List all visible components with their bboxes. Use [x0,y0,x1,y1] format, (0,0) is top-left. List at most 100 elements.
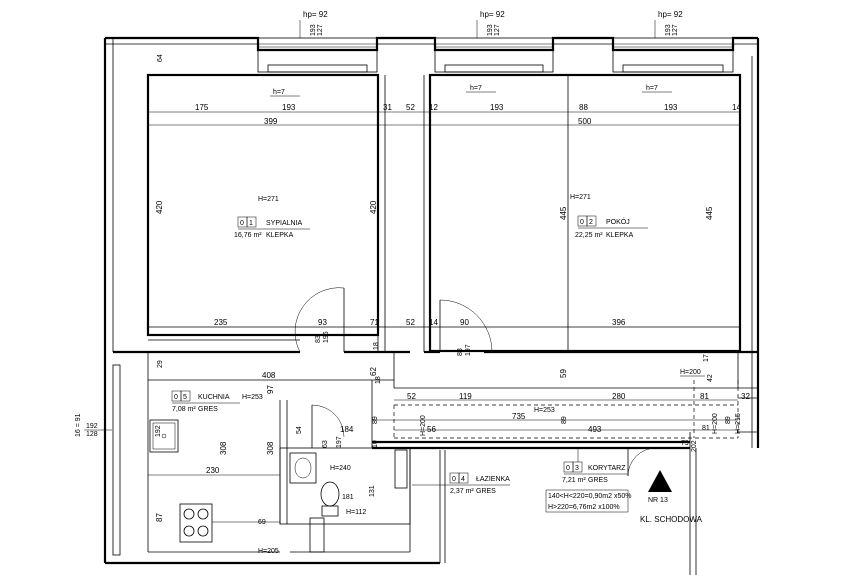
svg-text:32: 32 [741,392,750,401]
window-labels: hp= 92 hp= 92 hp= 92 193 127 193 127 193… [157,10,683,97]
svg-text:SYPIALNIA: SYPIALNIA [266,220,303,227]
window-2-hp: hp= 92 [480,10,505,19]
window-1 [257,37,378,73]
door-sypialnia [294,287,345,353]
svg-text:18: 18 [373,342,380,350]
kitchen-dimensions: 192 230 308 308 87 69 181 131 128 192 16… [75,413,376,526]
svg-text:2: 2 [589,219,593,226]
svg-text:184: 184 [340,425,354,434]
bathroom-door [311,404,345,448]
kitchen-sink [149,419,179,453]
svg-text:4: 4 [461,476,465,483]
middle-wall [113,326,758,354]
hall-dimensions: 52 119 280 81 32 735 89 89 493 56 184 79… [296,392,750,452]
svg-text:H=200: H=200 [680,369,701,376]
svg-text:54: 54 [296,426,303,434]
svg-text:90: 90 [460,318,469,327]
svg-text:193: 193 [490,103,504,112]
svg-text:NR 13: NR 13 [648,497,668,504]
room-sypialnia [146,73,386,352]
svg-text:79: 79 [681,440,689,447]
svg-text:H=215: H=215 [735,413,742,434]
svg-text:POKÓJ: POKÓJ [606,217,630,226]
svg-text:308: 308 [219,441,228,455]
svg-text:127: 127 [317,24,324,36]
svg-text:7,21 m²: 7,21 m² [562,477,586,484]
svg-text:52: 52 [406,103,415,112]
svg-text:119: 119 [459,392,472,401]
door-pokoj [439,299,493,353]
height-marks: H=200 H=200 H=200 H=215 H=112 H=205 [258,369,742,555]
svg-text:128: 128 [86,431,98,438]
svg-text:500: 500 [578,117,592,126]
label-korytarz: H=253 0 3 KORYTARZ 7,21 m² GRES 140<H<22… [534,407,631,513]
svg-text:H>220=6,76m2 x100%: H>220=6,76m2 x100% [548,504,620,511]
svg-text:31: 31 [383,103,392,112]
svg-text:81: 81 [702,425,710,432]
svg-text:H=240: H=240 [330,465,351,472]
svg-text:127: 127 [672,24,679,36]
svg-text:H=205: H=205 [258,548,279,555]
svg-text:KLEPKA: KLEPKA [606,232,634,239]
bathroom-toilet [320,481,340,517]
svg-text:GRES: GRES [588,477,608,484]
svg-text:GRES: GRES [476,488,496,495]
svg-text:493: 493 [588,425,602,434]
svg-text:0: 0 [240,220,244,227]
window-3-hp: hp= 92 [658,10,683,19]
svg-text:59: 59 [559,369,568,378]
svg-text:h=7: h=7 [273,89,285,96]
svg-text:0: 0 [566,465,570,472]
svg-text:193: 193 [665,24,672,36]
svg-text:93: 93 [318,318,327,327]
svg-text:3: 3 [575,465,579,472]
window-2 [434,37,554,73]
svg-text:193: 193 [664,103,678,112]
label-lazienka: 0 4 ŁAZIENKA 2,37 m² GRES [412,472,510,495]
svg-text:97: 97 [266,385,275,394]
hall-dashed [393,380,739,439]
lower-walls [112,352,758,556]
svg-text:H=112: H=112 [346,509,366,516]
svg-text:1: 1 [249,220,253,227]
svg-text:89: 89 [372,416,379,424]
svg-text:420: 420 [155,200,164,214]
svg-text:192: 192 [86,423,98,430]
svg-text:197: 197 [336,436,343,448]
label-pokoj: H=271 0 2 POKÓJ 22,25 m² KLEPKA 445 445 [559,194,714,239]
svg-text:63: 63 [322,440,329,448]
svg-text:235: 235 [214,318,228,327]
stairs-arrow-icon [648,470,672,492]
svg-text:56: 56 [427,425,436,434]
svg-text:0: 0 [580,219,584,226]
svg-text:H=271: H=271 [258,196,279,203]
svg-text:H=253: H=253 [242,394,263,401]
entrance-door [627,447,657,477]
svg-text:14: 14 [732,103,741,112]
stairs-marker: NR 13 KL. SCHODOWA [640,448,703,575]
svg-text:12: 12 [429,103,438,112]
svg-text:420: 420 [369,200,378,214]
svg-text:KUCHNIA: KUCHNIA [198,394,230,401]
svg-text:7,08 m²: 7,08 m² [172,406,196,413]
svg-text:52: 52 [407,392,416,401]
bathroom-sink [289,452,317,484]
svg-text:64: 64 [157,54,164,62]
svg-text:16,76 m²: 16,76 m² [234,232,262,239]
window-1-hp: hp= 92 [303,10,328,19]
svg-text:195: 195 [323,331,330,343]
svg-text:88: 88 [579,103,588,112]
svg-text:308: 308 [266,441,275,455]
svg-text:89: 89 [725,416,732,424]
svg-text:22,25 m²: 22,25 m² [575,232,603,239]
svg-text:193: 193 [282,103,296,112]
svg-text:175: 175 [195,103,209,112]
svg-text:KL. SCHODOWA: KL. SCHODOWA [640,515,703,524]
svg-text:H=200: H=200 [712,413,719,434]
svg-text:5: 5 [183,394,187,401]
svg-text:14: 14 [429,318,438,327]
svg-text:69: 69 [258,519,266,526]
kitchen-stove [179,503,213,543]
svg-text:280: 280 [612,392,626,401]
middle-dimensions: 235 93 71 52 14 90 396 83 195 83 197 18 … [157,318,714,394]
